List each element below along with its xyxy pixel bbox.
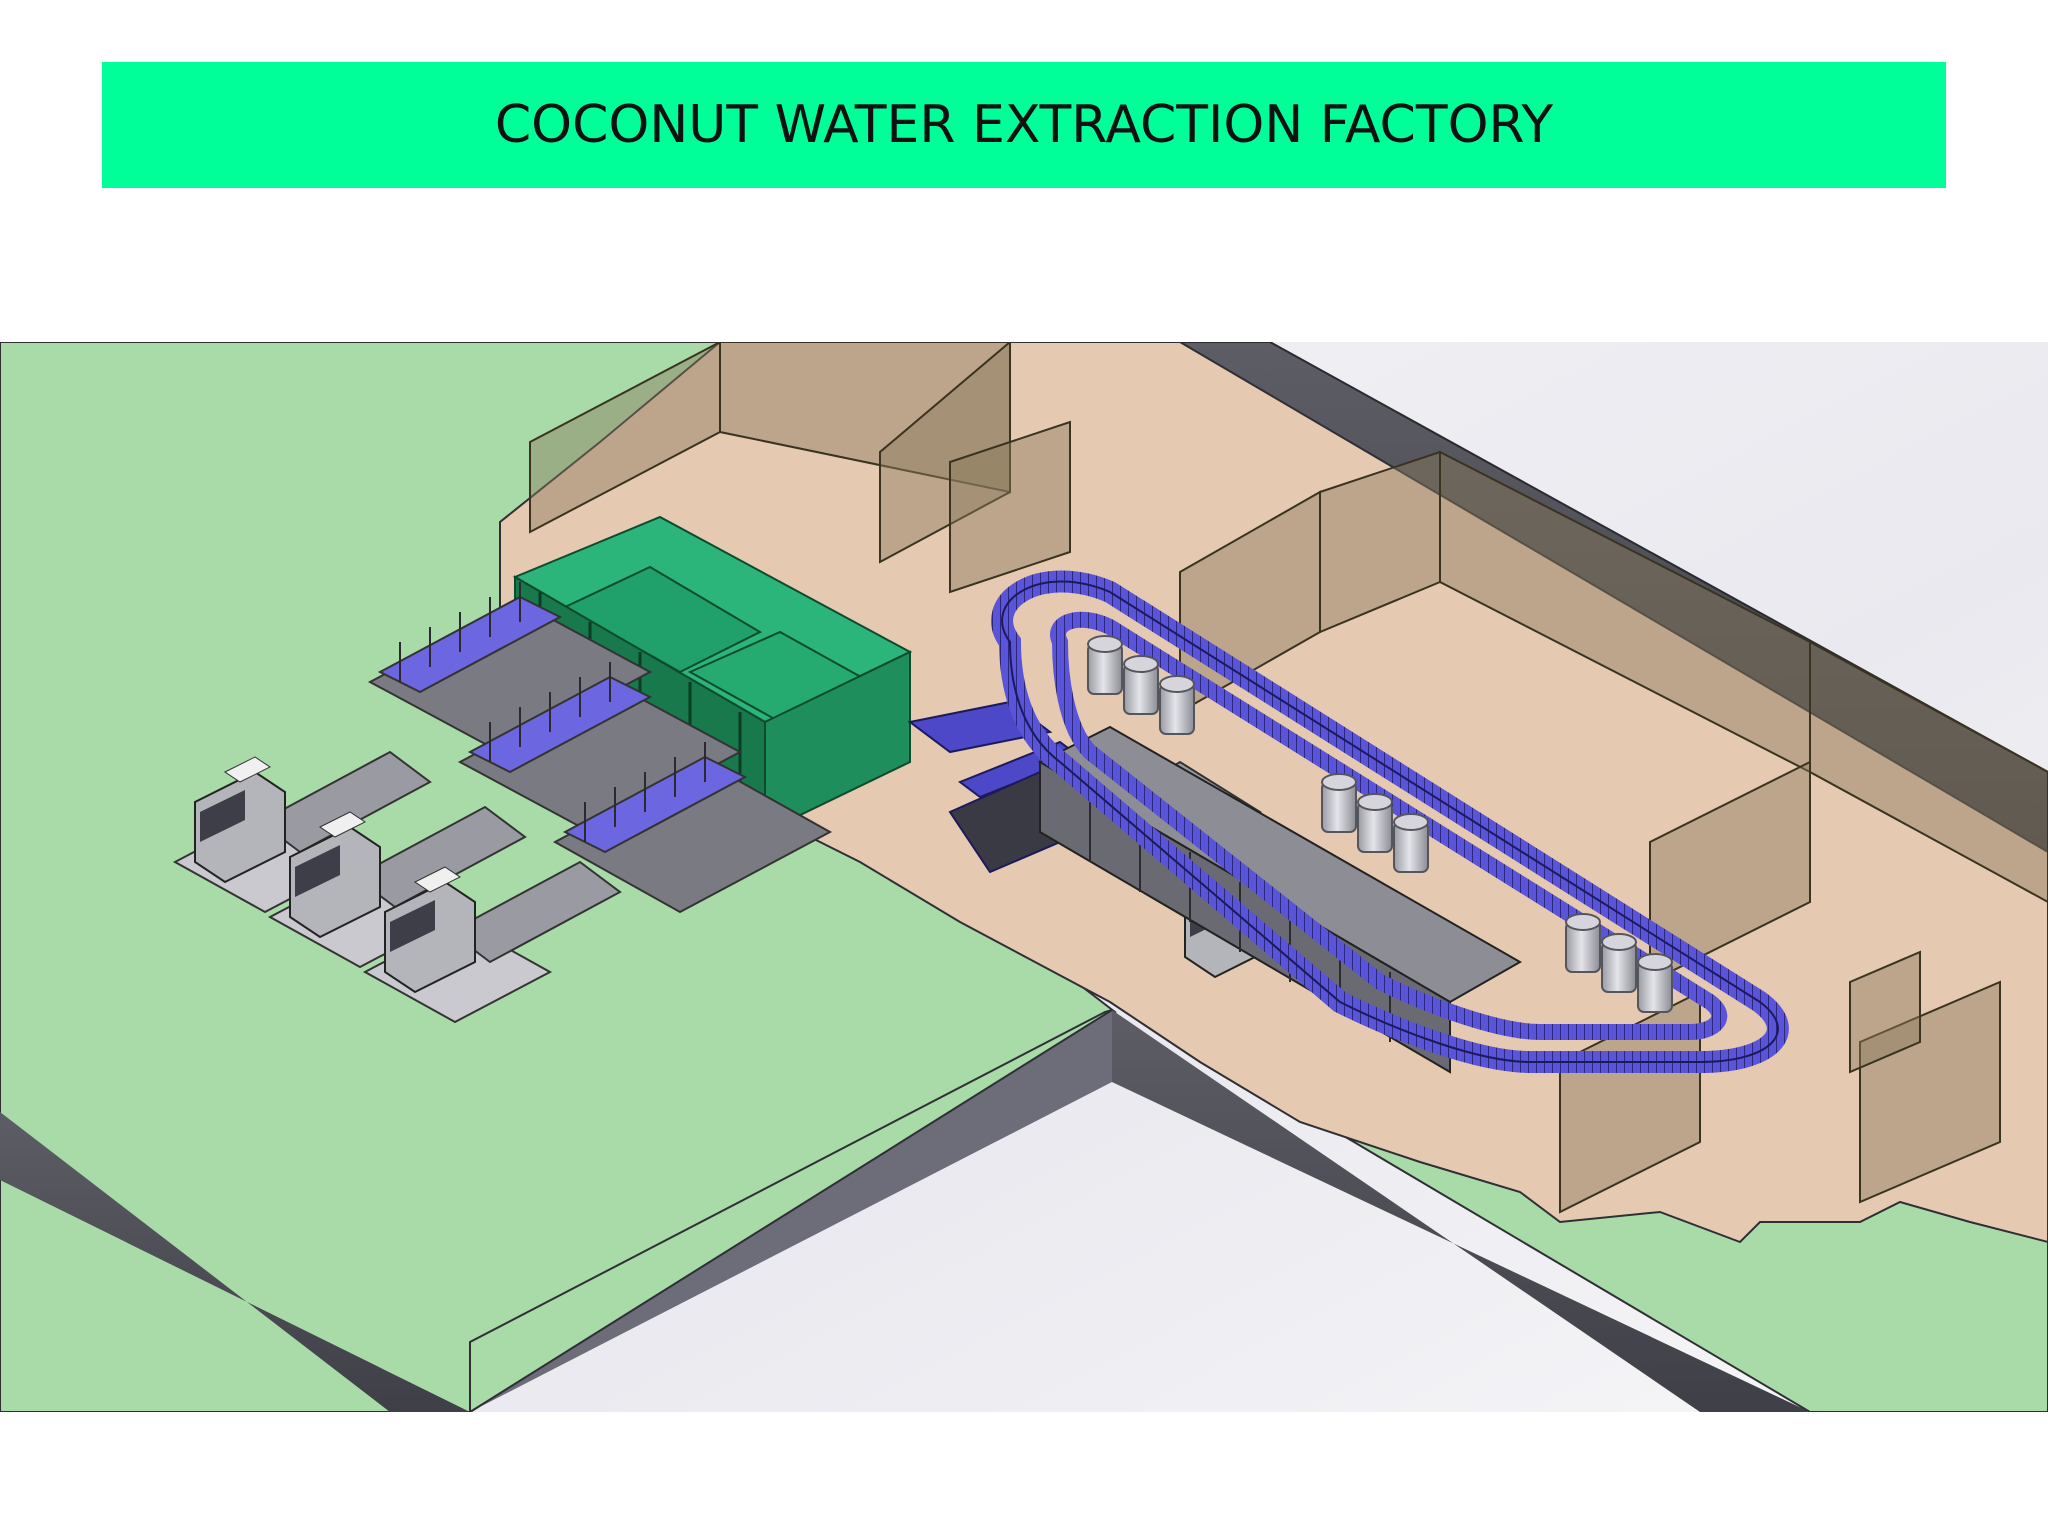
partition-walls [529,342,2048,1214]
storage-tanks [1087,635,1673,1013]
tank-group-3 [1565,913,1673,1013]
page-title: COCONUT WATER EXTRACTION FACTORY [494,95,1554,155]
tank-group-2 [1321,773,1429,873]
truck-1 [172,750,432,914]
truck-2 [267,805,527,969]
factory-layout-diagram [0,342,2048,1412]
trailer-racks [367,582,833,914]
overhead-conveyor-loop [991,570,1789,1073]
title-banner: COCONUT WATER EXTRACTION FACTORY [102,62,1946,188]
tank-group-1 [1087,635,1195,735]
truck-3 [362,860,622,1024]
